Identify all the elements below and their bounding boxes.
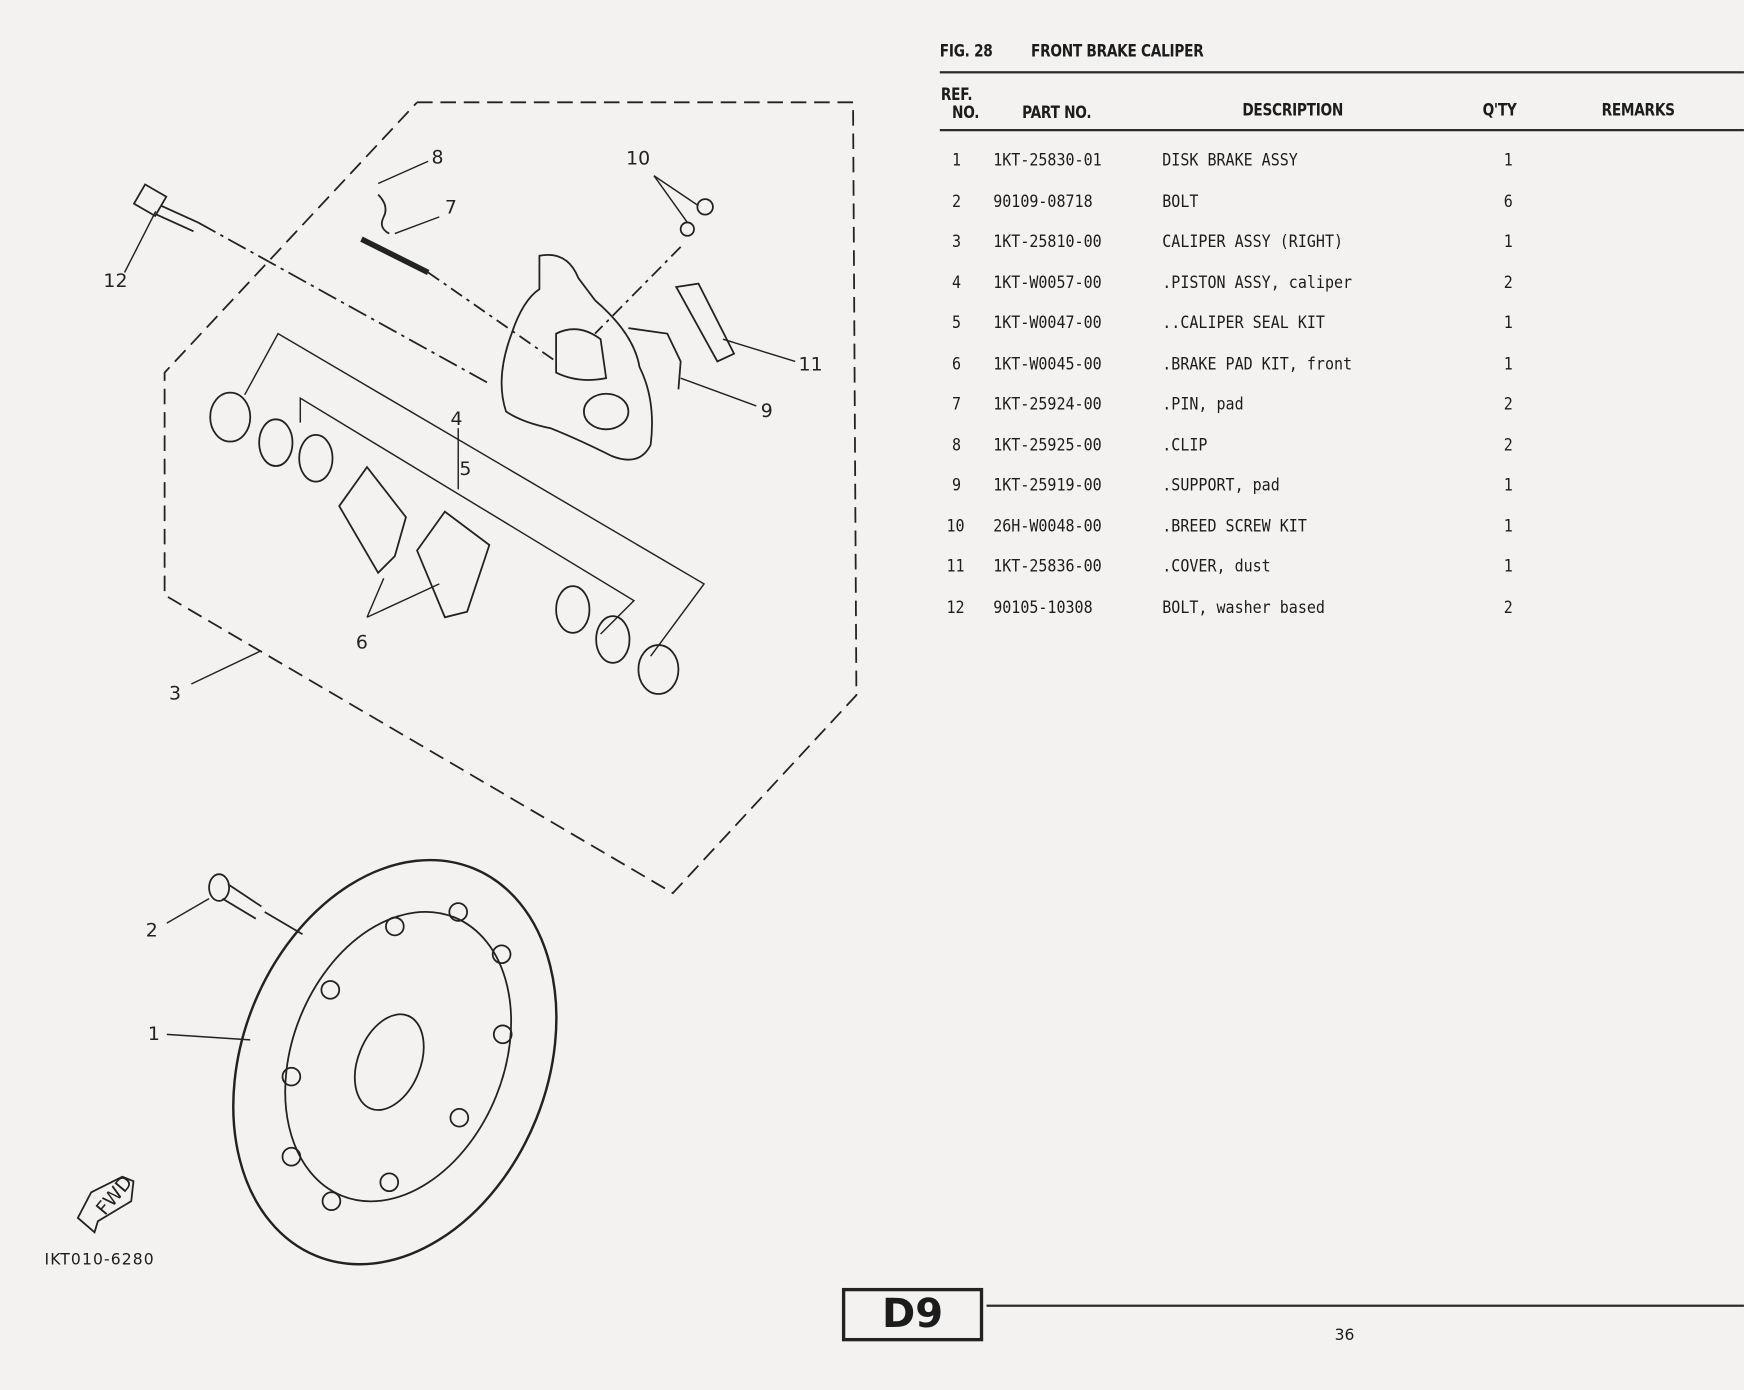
description: DISK BRAKE ASSY: [1162, 150, 1298, 171]
callout-1: 1: [148, 1023, 160, 1045]
part-number: 1KT-25924-00: [993, 393, 1102, 414]
description: ..CALIPER SEAL KIT: [1162, 312, 1325, 333]
assembly-boundary: [163, 101, 858, 895]
quantity: 1: [1503, 474, 1513, 495]
section-badge: D9: [841, 1287, 984, 1342]
leader-lines: [123, 160, 796, 1041]
callout-2: 2: [146, 919, 158, 941]
pad-support-icon: [628, 327, 682, 390]
callout-12: 12: [103, 270, 127, 292]
callout-4: 4: [450, 408, 462, 430]
quantity: 1: [1503, 312, 1513, 333]
callout-10: 10: [626, 148, 650, 170]
bleed-screw-icon: [594, 198, 714, 335]
col-description: DESCRIPTION: [1242, 100, 1344, 121]
dust-cover-icon: [674, 282, 736, 363]
callout-3: 3: [169, 683, 181, 705]
callout-5: 5: [459, 458, 471, 480]
part-number: 1KT-W0057-00: [993, 271, 1102, 292]
description: .CLIP: [1162, 434, 1208, 455]
header-top-rule: [939, 71, 1744, 74]
clip-icon: [377, 194, 390, 235]
description: .SUPPORT, pad: [1162, 474, 1280, 495]
ref-no: 11: [946, 556, 965, 577]
ref-no: 6: [952, 353, 962, 374]
part-number: 1KT-25919-00: [993, 474, 1102, 495]
figure-title: FRONT BRAKE CALIPER: [1031, 41, 1204, 62]
callout-9: 9: [761, 400, 773, 422]
header-bottom-rule: [939, 129, 1744, 132]
description: .BREED SCREW KIT: [1162, 515, 1307, 536]
quantity: 1: [1503, 515, 1513, 536]
part-number: 1KT-W0047-00: [993, 312, 1102, 333]
quantity: 2: [1503, 596, 1513, 617]
callout-8: 8: [432, 146, 444, 168]
ref-no: 12: [946, 596, 965, 617]
part-number: 26H-W0048-00: [993, 515, 1102, 536]
bolt-12-icon: [132, 183, 490, 385]
ref-no: 1: [952, 150, 962, 171]
quantity: 1: [1503, 150, 1513, 171]
ref-no: 5: [952, 312, 962, 333]
brake-pad-icon: [338, 465, 407, 575]
quantity: 2: [1503, 393, 1513, 414]
part-number: 1KT-25810-00: [993, 231, 1102, 252]
part-number: 90105-10308: [993, 596, 1093, 617]
quantity: 1: [1503, 231, 1513, 252]
callout-7: 7: [445, 197, 457, 219]
ref-no: 3: [952, 231, 962, 252]
col-qty: Q'TY: [1482, 100, 1517, 121]
piston-seal-icons: [209, 391, 680, 695]
brake-pad-icon: [416, 510, 491, 619]
ref-no: 7: [952, 393, 962, 414]
footer-rule: [986, 1304, 1744, 1307]
brake-disc-icon: [232, 858, 558, 1266]
page-number: 36: [1334, 1326, 1355, 1345]
ref-no: 4: [952, 271, 962, 292]
description: CALIPER ASSY (RIGHT): [1162, 231, 1344, 252]
part-number: 1KT-25836-00: [993, 556, 1102, 577]
quantity: 2: [1503, 434, 1513, 455]
ref-no: 8: [952, 434, 962, 455]
ref-no: 2: [952, 190, 962, 211]
col-part-no: PART NO.: [1022, 102, 1092, 123]
ref-no: 10: [946, 515, 965, 536]
col-ref-line1: REF.: [940, 84, 973, 105]
part-number: 90109-08718: [993, 190, 1093, 211]
callout-6: 6: [356, 631, 368, 653]
description: .COVER, dust: [1162, 556, 1271, 577]
fwd-label: FWD: [92, 1172, 137, 1220]
quantity: 1: [1503, 556, 1513, 577]
quantity: 2: [1503, 271, 1513, 292]
description: .BRAKE PAD KIT, front: [1162, 353, 1353, 374]
col-remarks: REMARKS: [1601, 100, 1675, 121]
pad-pin-icon: [360, 236, 557, 363]
quantity: 6: [1503, 190, 1513, 211]
description: .PIN, pad: [1162, 393, 1244, 414]
ref-no: 9: [952, 474, 962, 495]
fwd-arrow-icon: [76, 1175, 135, 1234]
part-number: 1KT-W0045-00: [993, 353, 1102, 374]
figure-number: FIG. 28: [939, 41, 993, 62]
drawing-code: IKT010-6280: [44, 1251, 155, 1270]
description: BOLT: [1162, 190, 1199, 211]
description: .PISTON ASSY, caliper: [1162, 271, 1353, 292]
description: BOLT, washer based: [1162, 596, 1325, 617]
part-number: 1KT-25925-00: [993, 434, 1102, 455]
part-number: 1KT-25830-01: [993, 150, 1102, 171]
col-ref-line2: NO.: [952, 102, 980, 123]
quantity: 1: [1503, 353, 1513, 374]
bolt-2-icon: [208, 873, 303, 936]
caliper-body-icon: [500, 254, 653, 461]
callout-11: 11: [799, 353, 823, 375]
